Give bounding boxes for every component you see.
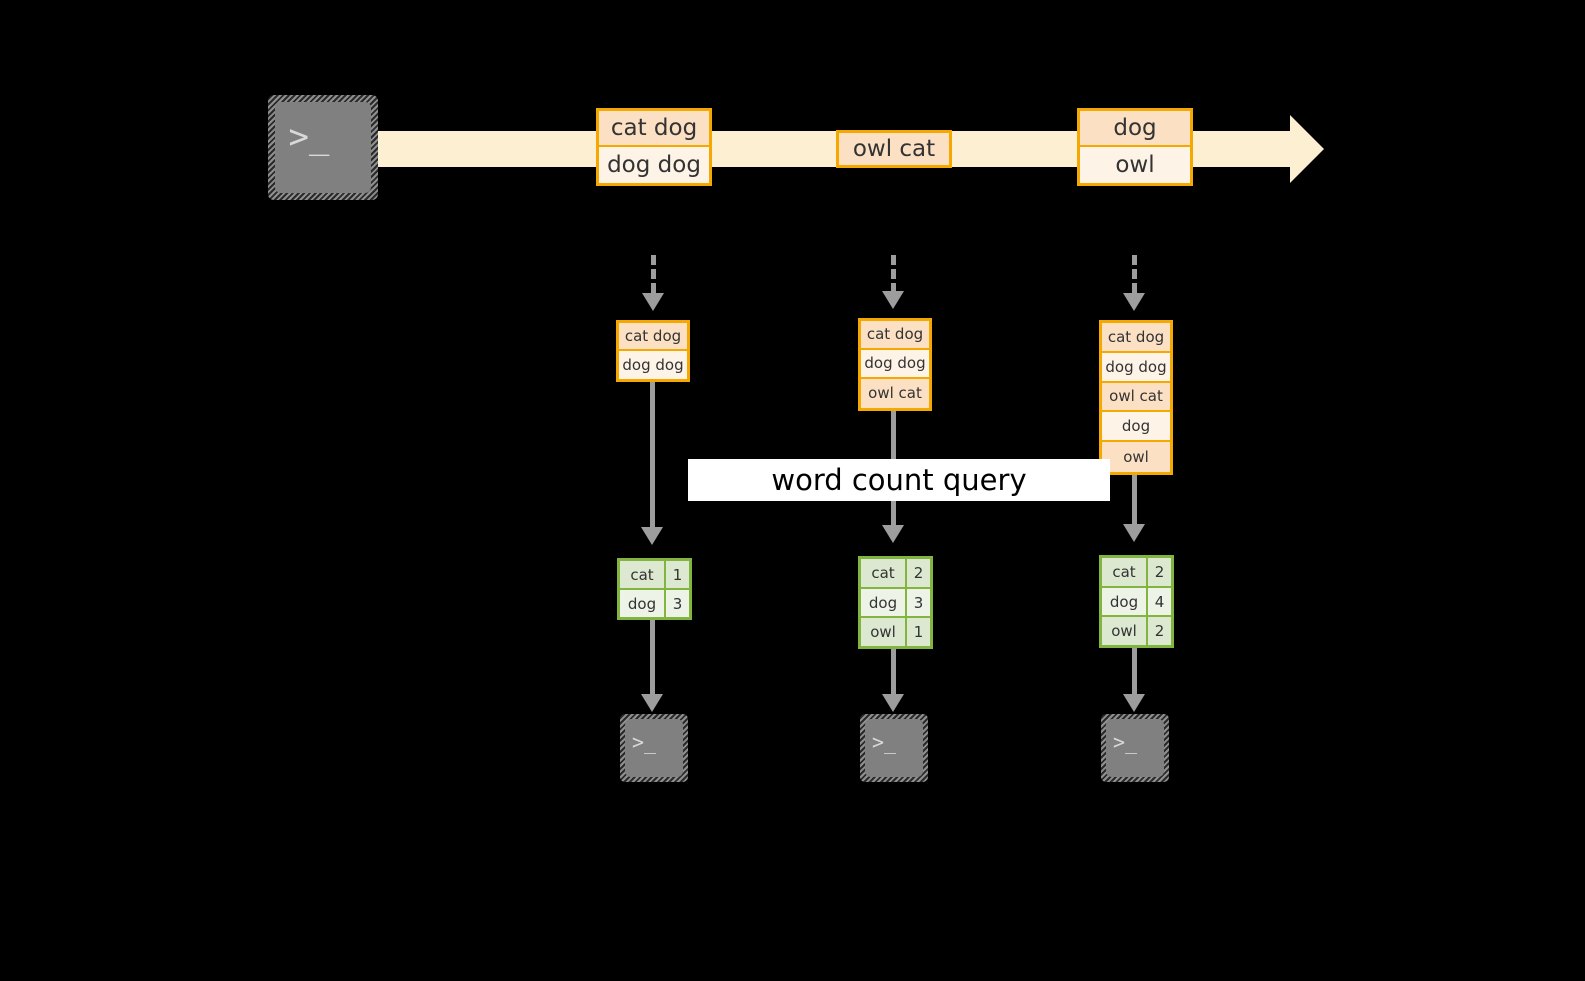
snapshot-input-row: cat dog [861, 321, 929, 350]
table-cell-word: dog [861, 588, 907, 617]
snapshot-input-row: owl cat [1102, 382, 1170, 413]
snapshot-2-query-arrowhead [882, 525, 904, 543]
snapshot-2-dashed-connector [891, 255, 896, 293]
table-cell-count: 1 [666, 561, 689, 588]
stream-group-1: cat dog dog dog [596, 108, 712, 186]
snapshot-2-dashed-arrowhead [882, 291, 904, 309]
snapshot-3-query-arrowhead [1123, 524, 1145, 542]
stream-record: cat dog [599, 111, 709, 147]
table-cell-count: 4 [1148, 587, 1171, 616]
snapshot-1-dashed-arrowhead [642, 293, 664, 311]
table-cell-word: cat [861, 559, 907, 587]
snapshot-3-sink-terminal-icon[interactable]: >_ [1101, 714, 1169, 782]
snapshot-2-sink-arrowhead [882, 694, 904, 712]
snapshot-input-row: dog [1102, 412, 1170, 443]
snapshot-3-dashed-connector [1132, 255, 1137, 293]
terminal-screen: >_ [1106, 719, 1164, 777]
stream-record: owl [1080, 147, 1190, 183]
snapshot-3-query-connector [1132, 475, 1137, 529]
table-row: dog 3 [620, 590, 689, 617]
snapshot-2-input: cat dog dog dog owl cat [858, 318, 932, 411]
table-row: dog 3 [861, 588, 930, 619]
snapshot-input-row: cat dog [619, 323, 687, 351]
snapshot-2-sink-connector [891, 649, 896, 698]
table-cell-word: cat [620, 561, 666, 588]
table-cell-count: 3 [907, 588, 930, 617]
snapshot-input-row: owl [1102, 442, 1170, 472]
terminal-prompt-glyph: >_ [288, 117, 330, 158]
stream-record: dog [1080, 111, 1190, 147]
snapshot-3-sink-arrowhead [1123, 694, 1145, 712]
stream-group-2: owl cat [836, 130, 952, 168]
snapshot-input-row: owl cat [861, 378, 929, 408]
snapshot-input-row: dog dog [619, 351, 687, 379]
table-cell-word: dog [620, 590, 666, 617]
terminal-prompt-glyph: >_ [631, 729, 657, 754]
snapshot-3-dashed-arrowhead [1123, 293, 1145, 311]
terminal-prompt-glyph: >_ [1112, 729, 1138, 754]
snapshot-1-query-connector [650, 382, 655, 532]
terminal-screen: >_ [625, 719, 683, 777]
snapshot-1-sink-connector [650, 620, 655, 698]
snapshot-2-sink-terminal-icon[interactable]: >_ [860, 714, 928, 782]
snapshot-1-query-arrowhead [641, 527, 663, 545]
stream-record: dog dog [599, 147, 709, 183]
stream-arrowhead [1290, 115, 1324, 183]
table-cell-word: cat [1102, 558, 1148, 586]
snapshot-1-sink-terminal-icon[interactable]: >_ [620, 714, 688, 782]
terminal-prompt-glyph: >_ [871, 729, 897, 754]
snapshot-1-input: cat dog dog dog [616, 320, 690, 382]
snapshot-3-input: cat dog dog dog owl cat dog owl [1099, 320, 1173, 475]
table-cell-count: 2 [907, 559, 930, 587]
snapshot-input-row: cat dog [1102, 323, 1170, 353]
terminal-screen: >_ [275, 102, 371, 193]
terminal-screen: >_ [865, 719, 923, 777]
table-cell-word: dog [1102, 587, 1148, 616]
table-row: dog 4 [1102, 587, 1171, 618]
snapshot-3-sink-connector [1132, 648, 1137, 698]
snapshot-1-dashed-connector [651, 255, 656, 293]
query-label: word count query [688, 459, 1110, 501]
snapshot-input-row: dog dog [1102, 352, 1170, 383]
snapshot-1-sink-arrowhead [641, 694, 663, 712]
table-row: cat 1 [620, 561, 689, 590]
snapshot-1-result-table: cat 1 dog 3 [617, 558, 692, 620]
table-cell-word: owl [1102, 617, 1148, 646]
table-cell-count: 2 [1148, 617, 1171, 646]
stream-group-3: dog owl [1077, 108, 1193, 186]
table-cell-count: 2 [1148, 558, 1171, 586]
table-row: cat 2 [1102, 558, 1171, 588]
snapshot-input-row: dog dog [861, 349, 929, 379]
table-row: owl 1 [861, 618, 930, 647]
table-row: cat 2 [861, 559, 930, 589]
snapshot-2-result-table: cat 2 dog 3 owl 1 [858, 556, 933, 649]
table-cell-count: 3 [666, 590, 689, 617]
table-row: owl 2 [1102, 617, 1171, 646]
source-terminal-icon[interactable]: >_ [268, 95, 378, 200]
table-cell-count: 1 [907, 618, 930, 647]
stream-record: owl cat [839, 133, 949, 165]
table-cell-word: owl [861, 618, 907, 647]
snapshot-3-result-table: cat 2 dog 4 owl 2 [1099, 555, 1174, 648]
